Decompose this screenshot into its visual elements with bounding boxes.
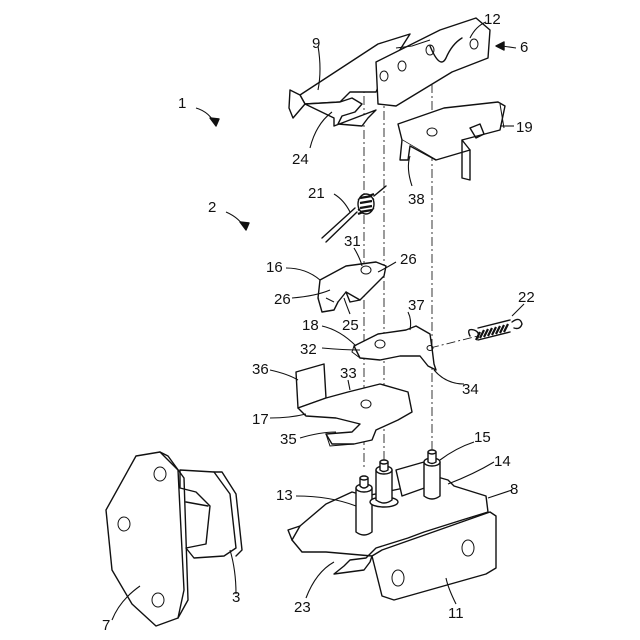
label-14: 14	[494, 453, 511, 470]
label-16: 16	[266, 259, 283, 276]
label-18: 18	[302, 317, 319, 334]
label-15: 15	[474, 429, 491, 446]
label-13: 13	[276, 487, 293, 504]
label-26-lower: 26	[274, 291, 291, 308]
label-22: 22	[518, 289, 535, 306]
label-19: 19	[516, 119, 533, 136]
label-36: 36	[252, 361, 269, 378]
label-11: 11	[448, 605, 464, 622]
extension-spring-22	[469, 319, 522, 340]
label-21: 21	[308, 185, 325, 202]
label-34: 34	[462, 381, 479, 398]
label-33: 33	[340, 365, 357, 382]
label-37: 37	[408, 297, 425, 314]
label-2: 2	[208, 199, 216, 216]
label-3: 3	[232, 589, 240, 606]
label-32: 32	[300, 341, 317, 358]
ratchet-plate-18	[352, 326, 436, 370]
pin-15	[424, 450, 440, 499]
label-6: 6	[520, 39, 528, 56]
label-31: 31	[344, 233, 361, 250]
label-9: 9	[312, 35, 320, 52]
striker-7	[106, 452, 242, 626]
label-1: 1	[178, 95, 186, 112]
label-25: 25	[342, 317, 359, 334]
label-23: 23	[294, 599, 311, 616]
latch-member-16	[318, 262, 386, 312]
label-12: 12	[484, 11, 501, 28]
upper-bracket-19	[398, 102, 505, 180]
label-17: 17	[252, 411, 269, 428]
label-26-upper: 26	[400, 251, 417, 268]
label-7: 7	[102, 617, 110, 634]
label-8: 8	[510, 481, 518, 498]
label-24: 24	[292, 151, 309, 168]
label-35: 35	[280, 431, 297, 448]
label-38: 38	[408, 191, 425, 208]
